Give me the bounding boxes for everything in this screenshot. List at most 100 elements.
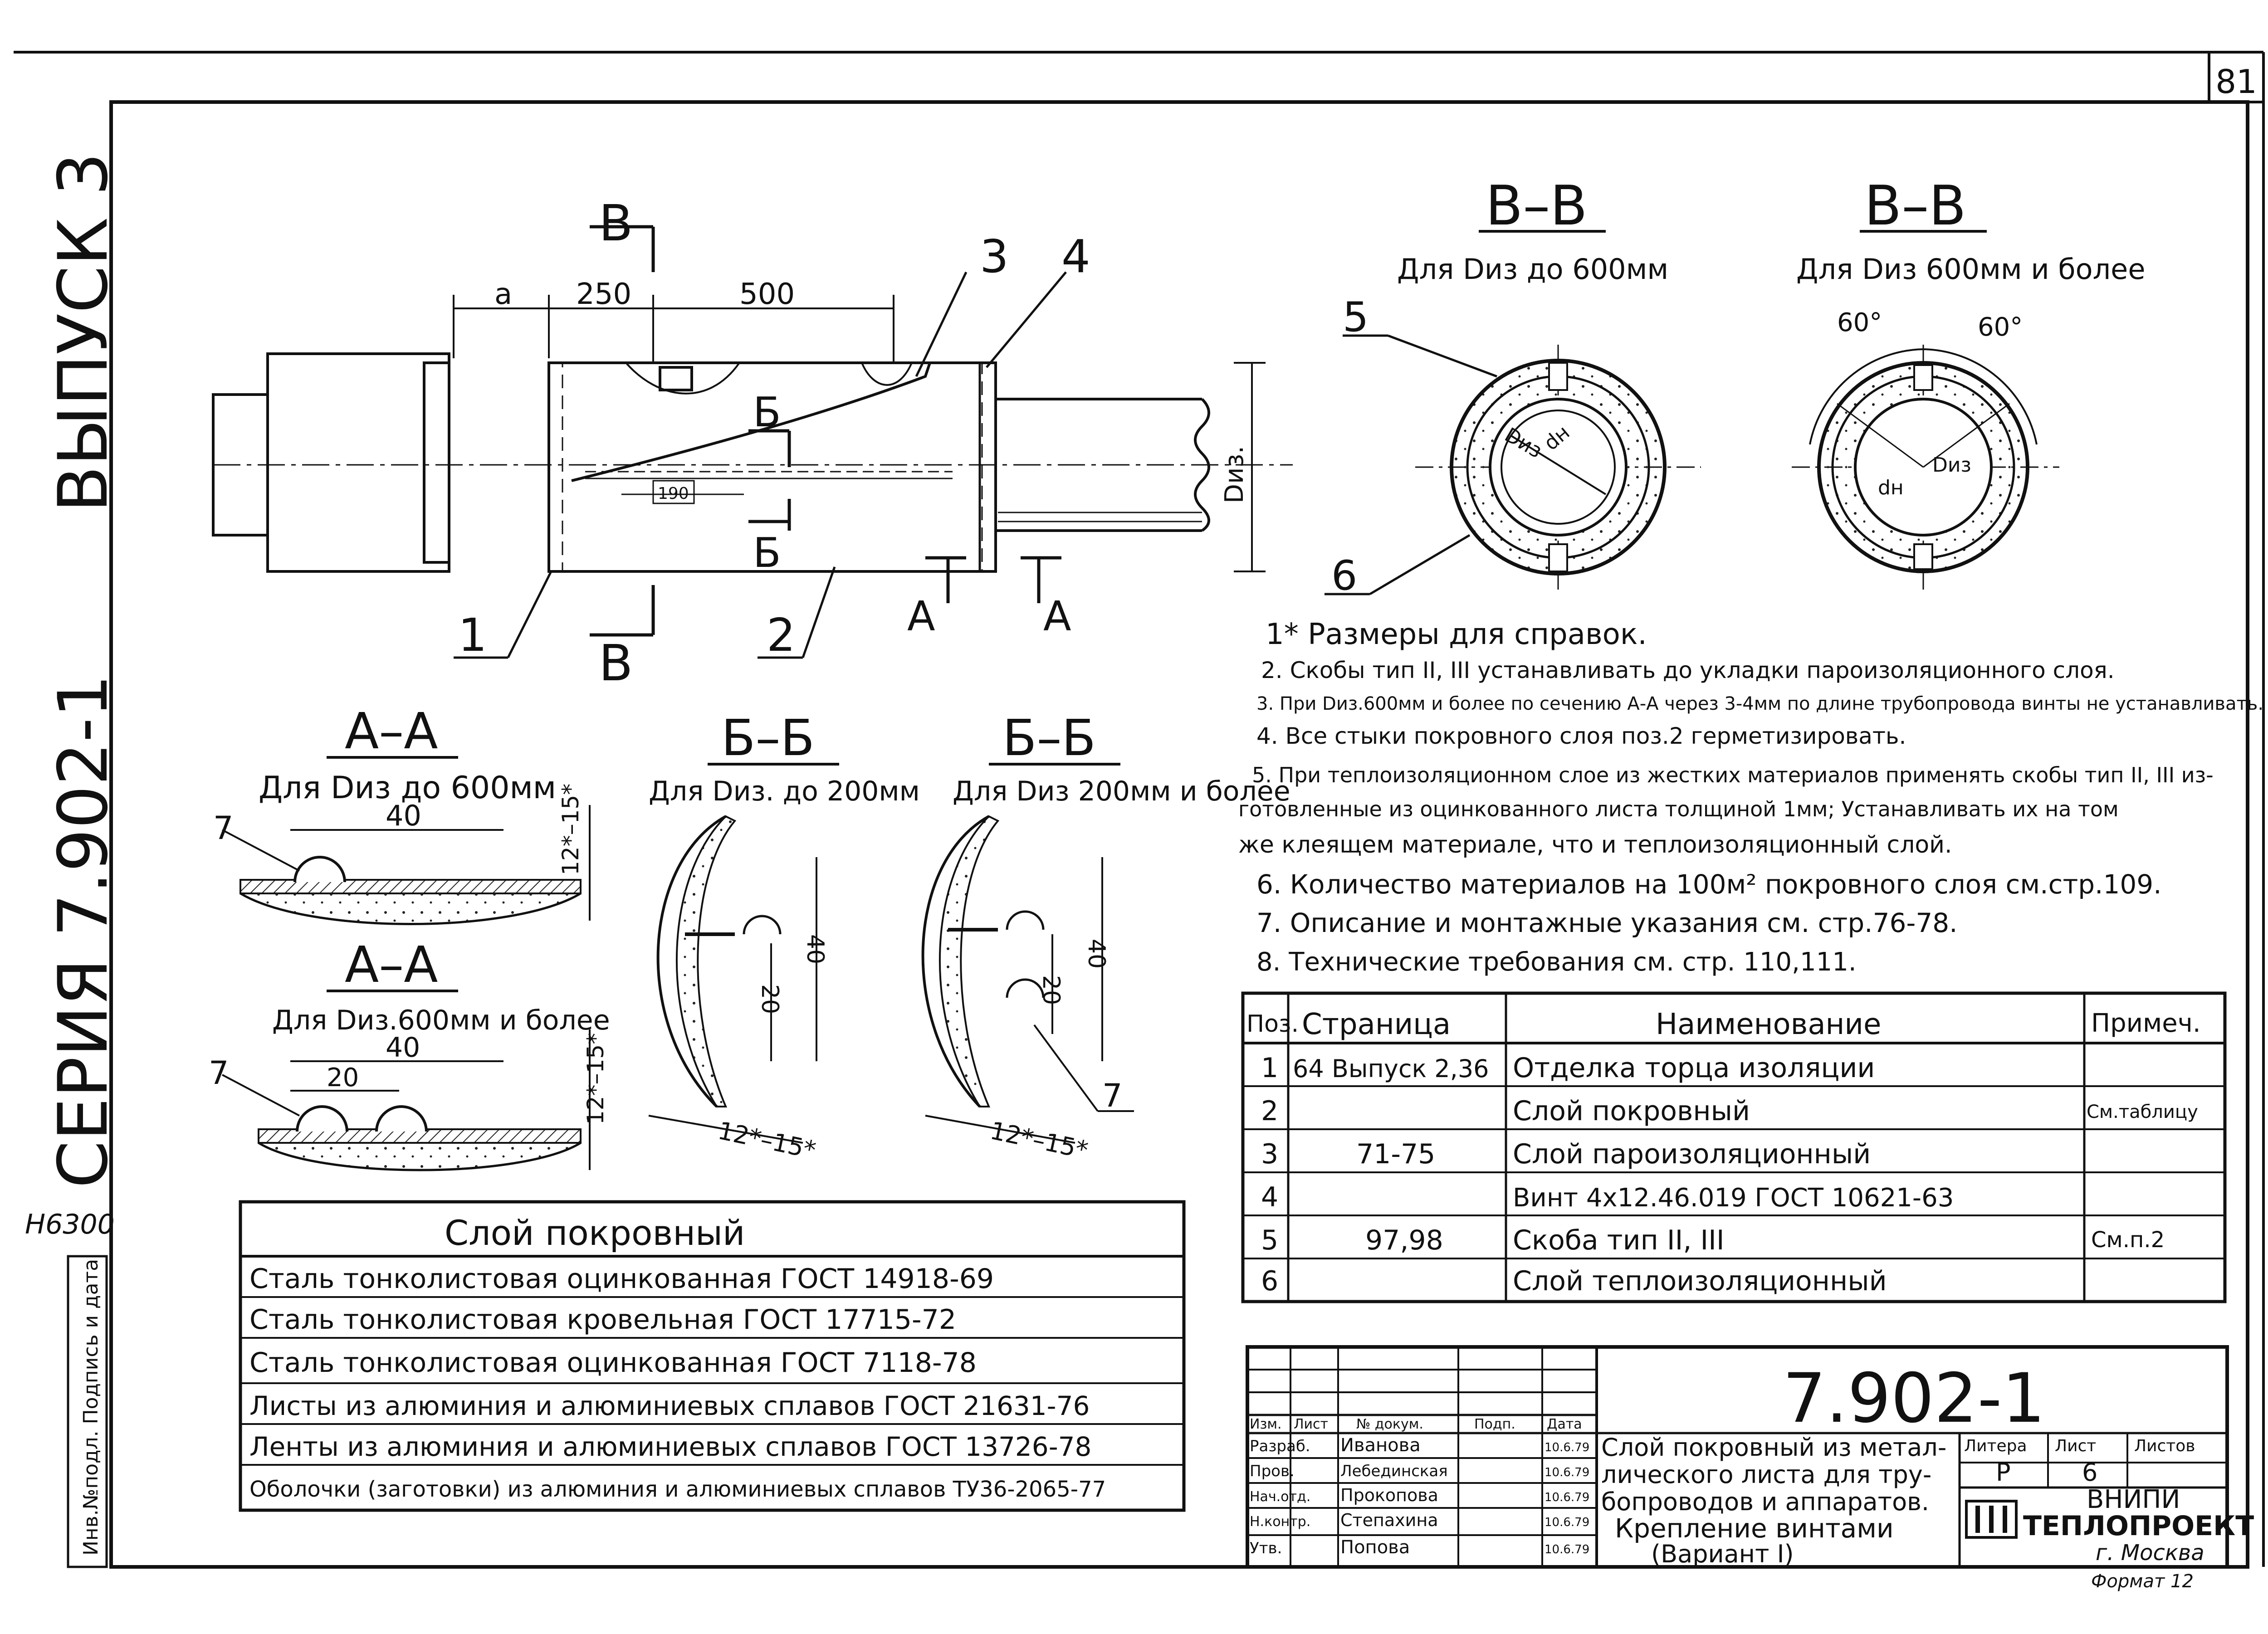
stamp-code: Н6300 <box>25 1209 115 1240</box>
org-name-1: ВНИПИ <box>2087 1485 2180 1514</box>
tb-name-3: Прокопова <box>1340 1485 1438 1505</box>
tb-stage-h3: Листов <box>2134 1437 2195 1455</box>
spec-row-1-pos: 1 <box>1261 1052 1278 1084</box>
aa-large-title: А–А <box>345 936 438 994</box>
spec-header-note: Примеч. <box>2091 1009 2201 1038</box>
tb-date-5: 10.6.79 <box>1545 1543 1589 1556</box>
aa-large-dim-h: 12*–15* <box>582 1033 609 1125</box>
tb-stage-v2: 6 <box>2082 1458 2097 1487</box>
spec-row-1-page: 64 Выпуск 2,36 <box>1293 1054 1489 1083</box>
vv-large-diz: Dиз <box>1932 454 1971 477</box>
spec-row-3-pos: 3 <box>1261 1138 1278 1170</box>
tb-role-2: Пров. <box>1250 1462 1295 1480</box>
spec-header-page: Страница <box>1302 1008 1451 1041</box>
spec-row-1-name: Отделка торца изоляции <box>1513 1052 1875 1084</box>
note-2: 2. Скобы тип II, III устанавливать до ук… <box>1261 657 2115 683</box>
tb-stage-v1: Р <box>1996 1458 2011 1487</box>
section-v-top: В <box>599 194 633 252</box>
section-aa-small: А–А Для Dиз до 600мм 40 12*–15* 7 <box>213 702 591 925</box>
spec-row-5-name: Скоба тип II, III <box>1513 1224 1725 1256</box>
tb-stage-h1: Литера <box>1964 1437 2027 1455</box>
bb-large-subtitle: Для Dиз 200мм и более <box>953 776 1290 807</box>
tb-col-date: Дата <box>1547 1416 1582 1432</box>
spec-row-4-pos: 4 <box>1261 1181 1278 1213</box>
section-vv-large: В–В Для Dиз 600мм и более 60° 60° dн Dиз <box>1792 175 2145 590</box>
sheet-frame <box>14 51 2265 1569</box>
tb-role-4: Н.контр. <box>1250 1514 1310 1530</box>
series-label: СЕРИЯ 7.902-1 <box>44 674 123 1188</box>
section-b-bottom: Б <box>753 529 781 577</box>
cover-row-4: Листы из алюминия и алюминиевых сплавов … <box>249 1390 1090 1421</box>
spec-row-6-name: Слой теплоизоляционный <box>1513 1265 1887 1297</box>
org-name-2: ТЕПЛОПРОЕКТ <box>2023 1510 2254 1542</box>
tb-desc-2: лического листа для тру- <box>1601 1460 1931 1489</box>
bb-large-dim40: 40 <box>1083 939 1110 969</box>
sheet-format: Формат 12 <box>2091 1571 2194 1592</box>
section-v-bottom: В <box>599 634 633 692</box>
spec-row-2-pos: 2 <box>1261 1095 1278 1127</box>
title-block <box>1246 1345 2229 1569</box>
spec-row-3-page: 71-75 <box>1356 1138 1435 1170</box>
bb-large-dim-h: 12*–15* <box>987 1116 1090 1165</box>
vv-large-dn: dн <box>1878 476 1904 499</box>
note-5c: же клеящем материале, что и теплоизоляци… <box>1238 831 1952 858</box>
bb-small-subtitle: Для Dиз. до 200мм <box>649 776 920 807</box>
page-number: 81 <box>2215 63 2257 101</box>
note-5b: готовленные из оцинкованного листа толщи… <box>1238 797 2119 821</box>
tb-name-1: Иванова <box>1340 1435 1421 1456</box>
callout-4: 4 <box>1061 230 1090 283</box>
note-6: 6. Количество материалов на 100м² покров… <box>1256 869 2162 900</box>
angle-right: 60° <box>1978 312 2023 342</box>
note-1: 1* Размеры для справок. <box>1266 618 1647 651</box>
section-bb-small: Б–Б Для Dиз. до 200мм 40 20 12*–15* <box>648 709 920 1165</box>
tb-role-3: Нач.отд. <box>1250 1489 1310 1505</box>
spec-row-4-name: Винт 4х12.46.019 ГОСТ 10621-63 <box>1513 1183 1954 1213</box>
aa-small-callout: 7 <box>213 810 234 847</box>
drawing-code: 7.902-1 <box>1783 1359 2045 1438</box>
cover-row-5: Ленты из алюминия и алюминиевых сплавов … <box>249 1431 1091 1462</box>
spec-row-5-page: 97,98 <box>1365 1224 1443 1256</box>
section-vv-large-subtitle: Для Dиз 600мм и более <box>1796 253 2145 286</box>
dim-250-label: 250 <box>576 278 631 311</box>
notes-block: 1* Размеры для справок. 2. Скобы тип II,… <box>1238 618 2263 977</box>
tb-name-4: Степахина <box>1340 1510 1438 1530</box>
bb-large-title: Б–Б <box>1002 709 1096 767</box>
section-vv-small: В–В Для Dиз до 600мм Dиз dн 5 6 <box>1325 175 1701 600</box>
cover-row-1: Сталь тонколистовая оцинкованная ГОСТ 14… <box>249 1263 994 1295</box>
spec-row-5-pos: 5 <box>1261 1224 1278 1256</box>
tb-date-3: 10.6.79 <box>1545 1491 1589 1504</box>
tb-desc-5: (Вариант I) <box>1651 1540 1794 1568</box>
archive-stamp: Инв.№подл. Подпись и дата <box>67 1255 108 1568</box>
aa-small-dim40: 40 <box>386 799 421 832</box>
bb-small-dim-h: 12*–15* <box>715 1116 818 1165</box>
bb-small-dim20: 20 <box>756 984 783 1014</box>
section-aa-large: А–А Для Dиз.600мм и более 40 20 12*–15* … <box>209 936 610 1171</box>
section-vv-large-title: В–В <box>1864 175 1966 238</box>
callout-3: 3 <box>980 230 1009 283</box>
spec-row-2-note: См.таблицу <box>2087 1102 2198 1122</box>
issue-label: ВЫПУСК 3 <box>44 152 123 512</box>
tb-name-5: Попова <box>1340 1537 1410 1558</box>
section-vv-small-subtitle: Для Dиз до 600мм <box>1397 253 1668 286</box>
callout-5: 5 <box>1343 293 1369 341</box>
bb-small-dim40: 40 <box>802 934 829 964</box>
angle-left: 60° <box>1837 308 1882 337</box>
bb-large-callout: 7 <box>1102 1077 1123 1114</box>
bb-large-dim20: 20 <box>1037 975 1065 1005</box>
tb-col-sign: Подп. <box>1474 1416 1515 1432</box>
note-8: 8. Технические требования см. стр. 110,1… <box>1256 947 1857 977</box>
aa-large-callout: 7 <box>209 1054 229 1092</box>
aa-small-title: А–А <box>345 702 438 760</box>
tb-date-1: 10.6.79 <box>1545 1441 1589 1454</box>
aa-small-subtitle: Для Dиз до 600мм <box>259 770 556 806</box>
tb-role-1: Разраб. <box>1250 1437 1310 1455</box>
spec-header-name: Наименование <box>1656 1008 1881 1041</box>
tb-name-2: Лебединская <box>1340 1462 1448 1480</box>
dim-a-label: a <box>494 278 512 311</box>
tb-desc-4: Крепление винтами <box>1615 1513 1894 1544</box>
note-4: 4. Все стыки покровного слоя поз.2 герме… <box>1256 723 1906 749</box>
dim-190-label: 190 <box>658 484 689 503</box>
dim-500-label: 500 <box>739 278 795 311</box>
spec-row-3-name: Слой пароизоляционный <box>1513 1138 1871 1170</box>
cover-row-6: Оболочки (заготовки) из алюминия и алюми… <box>249 1477 1106 1502</box>
